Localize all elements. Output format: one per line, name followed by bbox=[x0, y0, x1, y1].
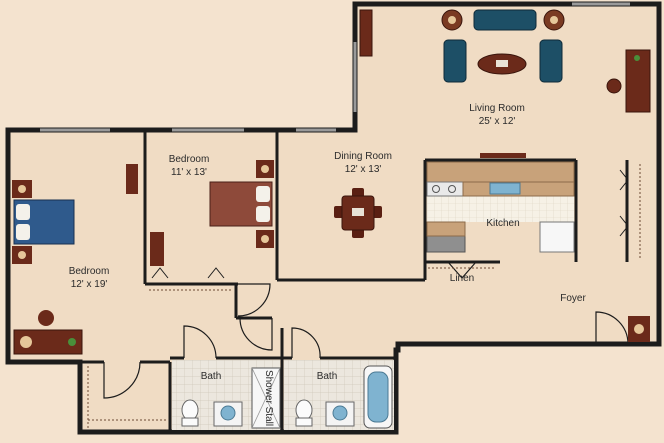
toilet bbox=[181, 399, 199, 421]
refrigerator bbox=[539, 221, 575, 253]
room-size-bedroom-small: 11' x 13' bbox=[171, 167, 207, 178]
dresser bbox=[150, 232, 164, 266]
room-label-bedroom-small: Bedroom bbox=[169, 154, 210, 165]
shower-stall-label: Shower Stall bbox=[263, 370, 274, 426]
sofa-left bbox=[443, 39, 467, 83]
closet-rods bbox=[87, 164, 641, 428]
chair bbox=[38, 310, 54, 326]
room-label-bath-right: Bath bbox=[317, 371, 338, 382]
room-label-linen: Linen bbox=[450, 273, 474, 284]
tv-stand bbox=[480, 153, 526, 158]
room-label-bedroom-large: Bedroom bbox=[69, 266, 110, 277]
room-size-living: 25' x 12' bbox=[479, 116, 516, 127]
room-label-foyer: Foyer bbox=[560, 293, 586, 304]
sofa-top bbox=[473, 9, 537, 31]
dishwasher bbox=[426, 235, 466, 253]
room-label-kitchen: Kitchen bbox=[486, 218, 519, 229]
room-size-dining: 12' x 13' bbox=[345, 164, 382, 175]
closet-doors bbox=[151, 169, 629, 279]
dining-room-furniture bbox=[334, 188, 382, 238]
door-swings bbox=[103, 261, 629, 399]
room-label-dining: Dining Room bbox=[334, 151, 392, 162]
kitchen bbox=[426, 161, 575, 253]
chair bbox=[606, 78, 622, 94]
toilet bbox=[295, 399, 313, 421]
foyer-furniture bbox=[628, 316, 650, 342]
sofa-right bbox=[539, 39, 563, 83]
interior-walls bbox=[8, 132, 629, 430]
room-labels: Living Room 25' x 12' Dining Room 12' x … bbox=[69, 103, 587, 426]
console-table bbox=[359, 9, 373, 57]
room-label-living: Living Room bbox=[469, 103, 525, 114]
room-label-bath-left: Bath bbox=[201, 371, 222, 382]
dresser bbox=[126, 164, 138, 194]
bathrooms bbox=[172, 360, 394, 430]
room-size-bedroom-large: 12' x 19' bbox=[71, 279, 108, 290]
countertop bbox=[426, 161, 575, 183]
windows bbox=[40, 2, 630, 132]
floor-area bbox=[5, 1, 662, 435]
small-bedroom-furniture bbox=[126, 160, 274, 266]
living-room-furniture bbox=[359, 9, 651, 158]
large-bedroom-furniture bbox=[12, 180, 83, 355]
sink bbox=[489, 182, 521, 195]
